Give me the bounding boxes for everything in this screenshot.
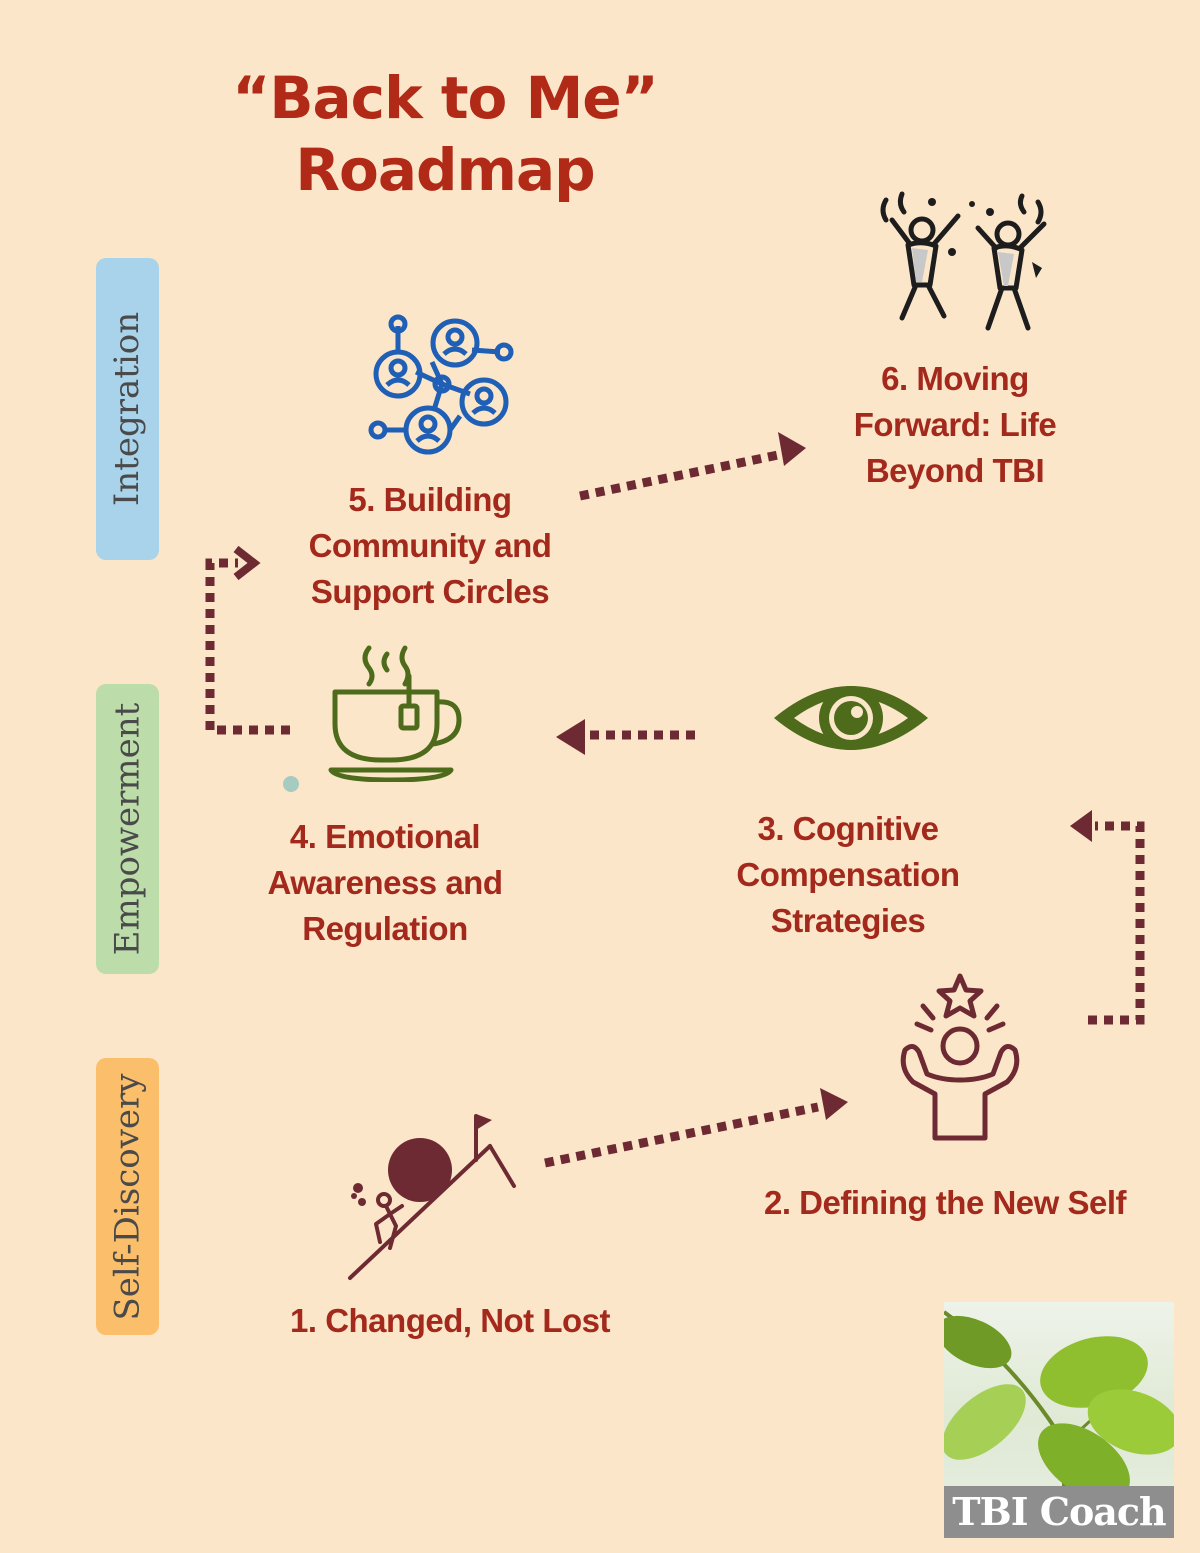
community-network-icon	[368, 314, 514, 455]
phase-bar-self-discovery: Self-Discovery	[96, 1058, 159, 1335]
step-6-line-1: 6. Moving	[881, 360, 1029, 397]
decorative-dot	[283, 776, 299, 792]
title-line-1: “Back to Me”	[232, 64, 659, 132]
tea-cup-icon	[328, 645, 462, 782]
page-title: “Back to Me” Roadmap	[210, 62, 680, 206]
boulder-climb-icon	[348, 1114, 516, 1280]
tbi-coach-logo: TBI Coach	[944, 1302, 1174, 1538]
step-3-label: 3. Cognitive Compensation Strategies	[710, 806, 986, 944]
arrowhead-4-to-5	[233, 545, 261, 581]
step-5-line-1: 5. Building	[348, 481, 512, 518]
arrow-1-to-2	[544, 1102, 819, 1168]
step-6-line-3: Beyond TBI	[865, 452, 1045, 489]
person-star-icon	[900, 973, 1020, 1141]
eye-icon	[774, 686, 928, 750]
logo-text: TBI Coach	[944, 1486, 1174, 1538]
step-1-label: 1. Changed, Not Lost	[280, 1298, 620, 1344]
step-5-line-3: Support Circles	[310, 573, 550, 610]
phase-bar-integration: Integration	[96, 258, 159, 560]
arrowhead-5-to-6	[778, 432, 806, 466]
step-3-line-3: Strategies	[770, 902, 926, 939]
leaves-icon	[944, 1310, 1174, 1501]
step-6-line-2: Forward: Life	[853, 406, 1057, 443]
celebrating-people-icon	[880, 191, 1047, 331]
step-4-line-2: Awareness and	[267, 864, 503, 901]
phase-bar-empowerment: Empowerment	[96, 684, 159, 974]
arrow-5-to-6	[579, 450, 779, 501]
step-6-label: 6. Moving Forward: Life Beyond TBI	[820, 356, 1090, 494]
step-5-line-2: Community and	[308, 527, 552, 564]
arrow-4-to-5	[205, 558, 290, 735]
step-2-line-1: 2. Defining the New Self	[763, 1184, 1127, 1221]
step-5-label: 5. Building Community and Support Circle…	[290, 477, 570, 615]
step-4-line-1: 4. Emotional	[289, 818, 481, 855]
step-3-line-2: Compensation	[736, 856, 960, 893]
step-2-label: 2. Defining the New Self	[740, 1180, 1150, 1226]
step-4-label: 4. Emotional Awareness and Regulation	[240, 814, 530, 952]
arrowhead-2-to-3	[1070, 810, 1092, 842]
step-1-line-1: 1. Changed, Not Lost	[290, 1302, 611, 1339]
arrow-2-to-3	[1088, 821, 1145, 1025]
title-line-2: Roadmap	[295, 136, 595, 204]
arrowhead-1-to-2	[820, 1088, 848, 1120]
step-4-line-3: Regulation	[302, 910, 468, 947]
step-3-line-1: 3. Cognitive	[757, 810, 939, 847]
arrowhead-3-to-4	[556, 719, 585, 755]
